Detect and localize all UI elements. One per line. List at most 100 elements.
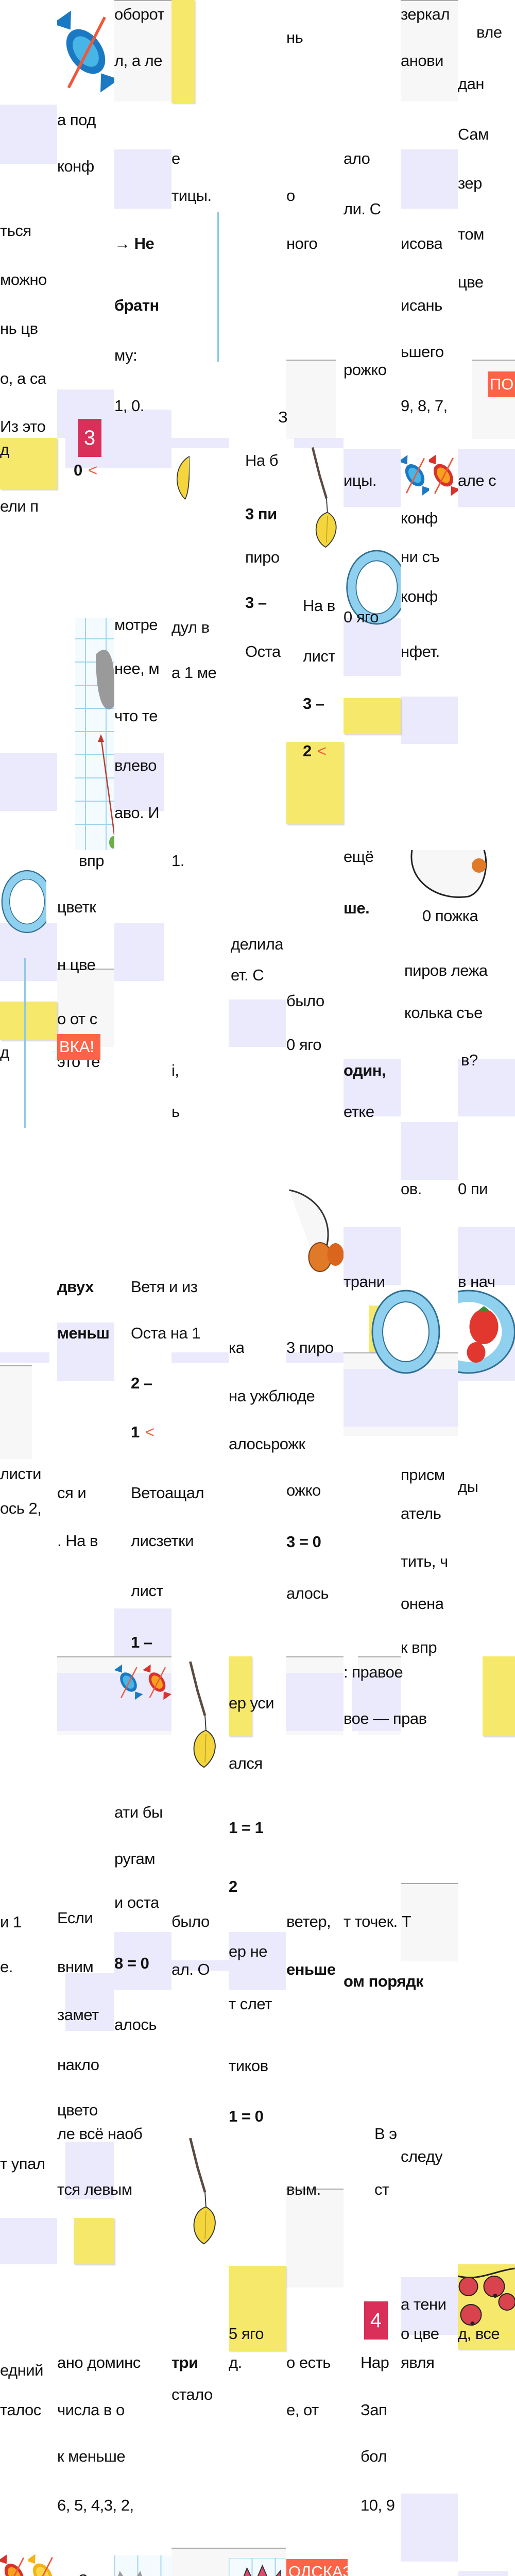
candy-crossed-icon (142, 1662, 172, 1703)
text-fragment: т слет (229, 1995, 272, 2013)
text-fragment: стало (171, 2385, 213, 2403)
text-fragment: тиков (229, 2057, 268, 2075)
placeholder-block (401, 1122, 458, 1180)
text-fragment: З (278, 408, 288, 426)
text-fragment: 8 = 0 (114, 1954, 149, 1972)
text-fragment: Зад (78, 2571, 106, 2576)
answer-card (114, 0, 171, 101)
text-fragment: о цве (401, 2325, 439, 2343)
text-fragment: . На в (57, 1532, 98, 1550)
candy-crossed-icon (26, 2550, 57, 2576)
text-fragment: алось (286, 1584, 329, 1602)
placeholder-block (229, 1932, 286, 1990)
text-fragment: але с (458, 471, 496, 489)
text-fragment: В э (374, 2125, 397, 2143)
text-fragment: конф (401, 587, 438, 605)
sticky-note (344, 698, 401, 734)
text-fragment: Оста на 1 (131, 1324, 201, 1342)
text-fragment: ились (458, 2573, 500, 2576)
text-fragment: Если (57, 1909, 93, 1927)
text-fragment: онена (401, 1595, 444, 1613)
text-fragment: цвето (57, 2101, 98, 2119)
answer-card (0, 1365, 32, 1459)
text-fragment: т точек. Т (344, 1912, 411, 1930)
candy-crossed-icon (114, 1662, 143, 1703)
text-fragment: алось (114, 2015, 157, 2033)
text-fragment: делила (231, 935, 284, 953)
placeholder-block (458, 1059, 515, 1116)
answer-card (401, 1883, 458, 1961)
text-fragment: Сам (458, 125, 489, 143)
text-fragment: о есть (286, 2353, 331, 2371)
text-fragment: Из это (0, 417, 46, 435)
text-fragment: на ужблюде (229, 1387, 315, 1405)
text-fragment: ного (286, 234, 318, 252)
text-fragment: 5 яго (229, 2325, 264, 2343)
placeholder-block (458, 2571, 508, 2576)
text-fragment: ся и (57, 1484, 87, 1502)
placeholder-block (65, 1973, 114, 2031)
placeholder-block (286, 1352, 344, 1363)
hint-button[interactable]: ОДСКАЗ (286, 2559, 348, 2576)
text-fragment: братн (114, 296, 159, 314)
berries-icon (458, 2266, 515, 2351)
text-fragment: : правое (344, 1663, 403, 1681)
text-fragment: ещё (344, 848, 374, 866)
placeholder-block (114, 1932, 171, 1990)
text-fragment: лисзетки (131, 1532, 194, 1550)
text-fragment: ов. (401, 1180, 422, 1198)
text-fragment: ати бы (114, 1803, 163, 1821)
text-fragment: лист (303, 647, 336, 665)
text-fragment: двух (57, 1278, 94, 1296)
placeholder-block (229, 999, 286, 1047)
text-fragment: ка (229, 1338, 245, 1357)
placeholder-block (401, 2277, 458, 2335)
text-fragment: что те (114, 707, 158, 725)
leaf-branch-icon (171, 2138, 229, 2246)
text-fragment: → Не (114, 234, 154, 252)
answer-card (401, 0, 458, 101)
text-fragment: ало (344, 149, 370, 167)
sticky-note (483, 1656, 515, 1736)
text-fragment: вним (57, 1958, 94, 1976)
text-fragment: дан (458, 75, 484, 93)
text-fragment: едний (0, 2361, 43, 2379)
text-fragment: ели п (0, 497, 39, 515)
hint-button[interactable]: ВКА! (57, 1034, 100, 1060)
placeholder-block (401, 2494, 458, 2562)
placeholder-block (65, 2142, 114, 2199)
text-fragment: 1. (171, 852, 184, 870)
sticky-note (0, 1002, 57, 1040)
placeholder-block (458, 449, 515, 507)
grid-line (217, 212, 219, 362)
text-fragment: д. (229, 2353, 242, 2371)
text-fragment: Ветоащал (131, 1484, 204, 1502)
placeholder-block (344, 1227, 401, 1285)
text-fragment: а 1 ме (171, 664, 217, 682)
placeholder-block (114, 149, 171, 209)
comparison-number: 0 (74, 461, 82, 479)
sticky-note (74, 2218, 114, 2264)
text-fragment: оборот (114, 5, 165, 23)
text-fragment: в нач (458, 1273, 495, 1291)
hint-button[interactable]: ПО (488, 371, 515, 397)
placeholder-block (0, 2218, 57, 2264)
text-fragment: 3 – (245, 594, 267, 612)
sticky-note (229, 1656, 252, 1736)
placeholder-block (401, 149, 458, 209)
text-fragment: и 1 (0, 1913, 22, 1931)
text-fragment: ды (458, 1478, 478, 1496)
text-fragment: ли. С (344, 200, 381, 218)
candy-crossed-icon (0, 2550, 28, 2576)
text-fragment: 1 (131, 1423, 140, 1441)
placeholder-block (344, 449, 401, 507)
text-fragment: ано доминс (57, 2353, 141, 2371)
text-fragment: 2 – (131, 1374, 152, 1392)
text-fragment: присм (401, 1466, 445, 1484)
text-fragment: 3 пи (245, 505, 277, 523)
text-fragment: мотре (114, 616, 158, 634)
text-fragment: впр (79, 852, 104, 870)
text-fragment: Оста (245, 642, 281, 660)
text-fragment: 1 = 1 (229, 1819, 264, 1837)
text-fragment: ьшего (401, 343, 444, 361)
